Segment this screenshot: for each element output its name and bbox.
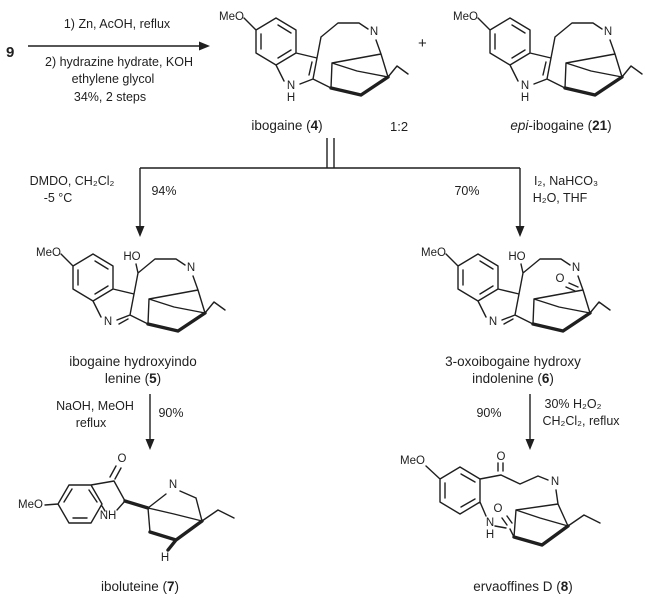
ibogaine-name-close: ) xyxy=(318,118,323,133)
oxo-name-text: indolenine ( xyxy=(472,371,542,386)
meo-label: MeO xyxy=(18,499,43,511)
ibogaine-bonds xyxy=(243,17,409,97)
nh-label: NH xyxy=(100,510,117,522)
top-reaction-arrow xyxy=(28,41,210,51)
amide-h-label: H xyxy=(486,529,494,541)
left-branch-condition-1: DMDO, CH₂Cl₂ xyxy=(29,174,115,188)
indole-n-label: N xyxy=(287,80,295,92)
epi-ibogaine-name-label: epi-ibogaine (21) xyxy=(510,118,611,134)
hydroxyindolenine-number: 5 xyxy=(149,371,157,386)
epi-name-text: -ibogaine ( xyxy=(528,118,593,133)
iboluteine-name-close: ) xyxy=(174,579,180,594)
structure-iboluteine: MeO O NH N H xyxy=(18,453,235,564)
amine-n-label: N xyxy=(370,26,378,38)
bottom-left-condition-1: NaOH, MeOH xyxy=(56,399,134,413)
bottom-right-yield: 90% xyxy=(476,406,502,420)
ervaoffines-name-label: ervaoffines D (8) xyxy=(473,579,573,595)
ratio-label: 1:2 xyxy=(390,119,409,134)
iboluteine-number: 7 xyxy=(167,579,175,594)
meo-label: MeO xyxy=(400,455,425,467)
indole-h-label: H xyxy=(287,92,295,104)
stereo-h-label: H xyxy=(161,552,169,564)
plus-sign: + xyxy=(418,35,427,52)
epi-ibogaine-bonds xyxy=(477,17,643,97)
ervaoffines-name-text: ervaoffines D ( xyxy=(473,579,561,594)
hydroxyindolenine-bonds xyxy=(60,253,226,333)
branch-connector-lines xyxy=(140,138,520,169)
hydroxy-label: HO xyxy=(508,251,525,263)
right-branch-yield: 70% xyxy=(454,184,480,198)
ervaoffines-name-close: ) xyxy=(568,579,573,594)
meo-label: MeO xyxy=(453,11,478,23)
oxo-name-line1: 3-oxoibogaine hydroxy xyxy=(445,354,581,369)
meo-label: MeO xyxy=(421,247,446,259)
ervaoffines-bonds xyxy=(425,462,601,547)
oxo-name-close: ) xyxy=(549,371,554,386)
top-conditions-yield: 34%, 2 steps xyxy=(73,90,147,104)
indole-n-label: N xyxy=(521,80,529,92)
oxo-number: 6 xyxy=(541,371,550,386)
epi-name-close: ) xyxy=(607,118,612,133)
oxo-name-line2: indolenine (6) xyxy=(472,371,554,387)
hydroxyindolenine-name-line1: ibogaine hydroxyindo xyxy=(69,354,197,369)
ervaoffines-number: 8 xyxy=(560,579,569,594)
amine-n-label: N xyxy=(604,26,612,38)
bottom-left-arrow xyxy=(145,394,155,450)
bottom-right-arrow xyxy=(525,394,535,450)
right-branch-condition-1: I₂, NaHCO₃ xyxy=(533,174,599,188)
indole-h-label: H xyxy=(521,92,529,104)
hydroxyindolenine-name-close: ) xyxy=(156,371,162,386)
hydroxy-label: HO xyxy=(123,251,140,263)
iboluteine-name-label: iboluteine (7) xyxy=(101,579,179,595)
bottom-right-condition-1: 30% H₂O₂ xyxy=(544,397,602,411)
meo-label: MeO xyxy=(36,247,61,259)
iboluteine-name-text: iboluteine ( xyxy=(100,579,168,594)
carbonyl-o1-label: O xyxy=(497,451,506,463)
amine-n-label: N xyxy=(169,479,177,491)
amine-n-label: N xyxy=(551,476,559,488)
amine-n-label: N xyxy=(572,262,580,274)
top-conditions-below-2: ethylene glycol xyxy=(71,72,155,86)
structure-ibogaine: MeO N N H xyxy=(219,11,409,104)
carbonyl-o-label: O xyxy=(556,273,565,285)
branch-right-arrow xyxy=(515,168,525,237)
top-conditions-above: 1) Zn, AcOH, reflux xyxy=(63,17,171,31)
left-branch-yield: 94% xyxy=(151,184,177,198)
amine-n-label: N xyxy=(187,262,195,274)
ibogaine-number: 4 xyxy=(310,118,319,133)
structure-oxo-hydroxyindolenine: MeO HO N N O xyxy=(421,247,611,333)
carbonyl-o2-label: O xyxy=(494,503,503,515)
branch-left-arrow xyxy=(135,168,145,237)
ibogaine-name-label: ibogaine (4) xyxy=(251,118,322,134)
hydroxyindolenine-name-text: lenine ( xyxy=(104,371,150,386)
meo-label: MeO xyxy=(219,11,244,23)
ibogaine-name-text: ibogaine ( xyxy=(251,118,311,133)
epi-italic: epi xyxy=(510,118,529,133)
hydroxyindolenine-name-line2: lenine (5) xyxy=(105,371,161,387)
bottom-right-condition-2: CH₂Cl₂, reflux xyxy=(542,414,620,428)
structure-epi-ibogaine: MeO N N H xyxy=(453,11,643,104)
bottom-left-yield: 90% xyxy=(158,406,184,420)
bottom-left-condition-2: reflux xyxy=(75,416,107,430)
left-branch-condition-2: -5 °C xyxy=(43,191,73,205)
carbonyl-o-label: O xyxy=(118,453,127,465)
iboluteine-bonds xyxy=(44,465,235,552)
imine-n-label: N xyxy=(104,316,112,328)
oxo-hydroxyindolenine-bonds xyxy=(445,253,611,333)
imine-n-label: N xyxy=(489,316,497,328)
structure-hydroxyindolenine: MeO HO N N xyxy=(36,247,226,333)
amide-n-label: N xyxy=(486,517,494,529)
reactant-9-label: 9 xyxy=(6,44,15,61)
epi-number: 21 xyxy=(592,118,608,133)
structure-ervaoffines: MeO O N O N H xyxy=(400,451,601,547)
top-conditions-below-1: 2) hydrazine hydrate, KOH xyxy=(45,55,193,69)
right-branch-condition-2: H₂O, THF xyxy=(532,191,588,205)
